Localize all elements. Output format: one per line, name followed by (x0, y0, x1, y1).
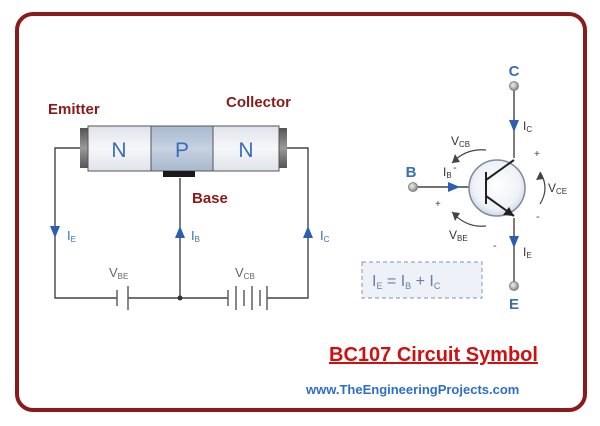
symbol-ib-arrow (448, 182, 460, 192)
collector-terminal-dot (509, 81, 519, 91)
polarity-minus-base: - (453, 162, 457, 174)
transistor-body-circle (468, 159, 526, 217)
terminal-b-label: B (406, 164, 417, 181)
symbol-ie-label: IE (523, 245, 532, 260)
symbol-ic-arrow (509, 120, 519, 132)
ic-label: IC (320, 228, 330, 244)
base-contact-bar (163, 171, 195, 177)
region-label-emitter-n: N (111, 139, 126, 162)
terminal-e-label: E (509, 296, 519, 313)
battery-vbe-symbol (116, 286, 129, 310)
collector-terminal-cap (279, 128, 287, 168)
vcb-arrowhead (452, 154, 460, 163)
vbe-label: VBE (109, 265, 128, 281)
current-equation-box: IE = IB + IC (361, 261, 483, 299)
emitter-terminal-cap (80, 128, 88, 168)
symbol-ie-arrow (509, 236, 519, 248)
polarity-plus-base: + (435, 199, 441, 210)
symbol-vcb-label: VCB (451, 134, 470, 149)
emitter-label: Emitter (48, 101, 100, 118)
ie-arrow (50, 226, 60, 238)
base-label: Base (192, 190, 228, 207)
vcb-label: VCB (235, 265, 255, 281)
vbe-arrowhead (452, 212, 460, 221)
npn-transistor-symbol: + + - - - C B E IC IB IE VCB VBE VCE (406, 63, 568, 313)
base-terminal-dot (408, 182, 418, 192)
symbol-vbe-label: VBE (449, 228, 468, 243)
symbol-vce-label: VCE (548, 181, 567, 196)
diagram-title: BC107 Circuit Symbol (329, 344, 538, 366)
battery-vcb-symbol (227, 286, 268, 310)
symbol-ic-label: IC (523, 119, 532, 134)
current-equation: IE = IB + IC (372, 273, 441, 291)
region-label-collector-n: N (238, 139, 253, 162)
vce-arrowhead (536, 172, 544, 180)
region-label-base-p: P (175, 139, 189, 162)
base-junction-dot (177, 295, 183, 301)
emitter-arrowhead (503, 207, 514, 216)
symbol-ib-label: IB (443, 165, 452, 180)
diagram-frame (15, 12, 587, 412)
collector-label: Collector (226, 94, 291, 111)
ie-label: IE (67, 228, 76, 244)
polarity-minus-emitter: - (493, 240, 497, 252)
polarity-plus-cb: + (534, 149, 540, 160)
region-collector-n (212, 125, 280, 172)
ic-arrow (303, 226, 313, 238)
terminal-c-label: C (509, 63, 520, 80)
region-base-p (150, 125, 214, 172)
polarity-minus-ce: - (536, 211, 540, 223)
emitter-terminal-dot (509, 281, 519, 291)
npn-block-diagram: N P N Emitter Collector Base IE IB IC VB… (48, 94, 330, 310)
website-url[interactable]: www.TheEngineeringProjects.com (305, 382, 519, 397)
ib-label: IB (191, 228, 200, 244)
ib-arrow (175, 226, 185, 238)
